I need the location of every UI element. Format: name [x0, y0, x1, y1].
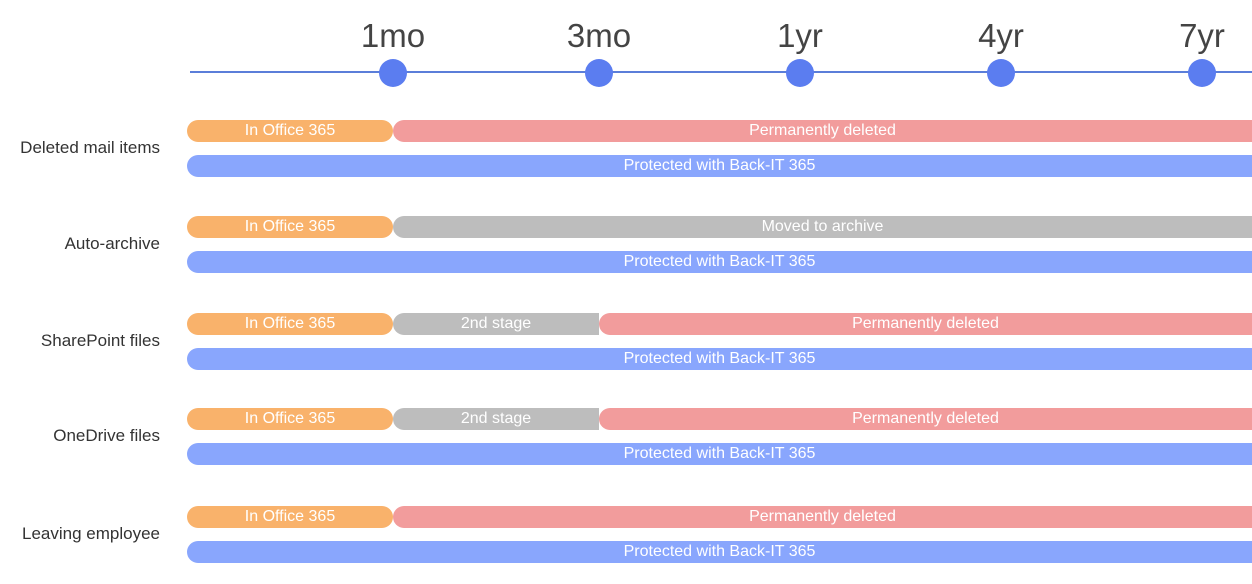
tick-dot-4yr [987, 59, 1015, 87]
tick-label: 1mo [360, 17, 426, 54]
segment-office: In Office 365 [187, 120, 393, 142]
tick-label: 3mo [566, 17, 632, 54]
tick-label: 4yr [978, 17, 1024, 54]
segment-office: In Office 365 [187, 216, 393, 238]
segment-office: In Office 365 [187, 506, 393, 528]
segment-deleted: Permanently deleted [393, 506, 1252, 528]
tick-dot-1yr [786, 59, 814, 87]
row-label: OneDrive files [53, 426, 160, 445]
segment-office: In Office 365 [187, 408, 393, 430]
segment-deleted: Permanently deleted [393, 120, 1252, 142]
segment-archive: 2nd stage [393, 408, 599, 430]
row-label: SharePoint files [40, 331, 160, 350]
segment-deleted: Permanently deleted [599, 408, 1252, 430]
tick-dot-1mo [379, 59, 407, 87]
row-label: Leaving employee [22, 524, 160, 543]
tick-dot-3mo [585, 59, 613, 87]
timeline-axis [190, 71, 1252, 73]
segment-archive: 2nd stage [393, 313, 599, 335]
segment-protected: Protected with Back-IT 365 [187, 155, 1252, 177]
tick-label: 7yr [1179, 17, 1225, 54]
segment-office: In Office 365 [187, 313, 393, 335]
tick-label: 1yr [777, 17, 823, 54]
segment-protected: Protected with Back-IT 365 [187, 443, 1252, 465]
segment-deleted: Permanently deleted [599, 313, 1252, 335]
segment-protected: Protected with Back-IT 365 [187, 348, 1252, 370]
tick-dot-7yr [1188, 59, 1216, 87]
row-label: Auto-archive [64, 234, 160, 253]
segment-protected: Protected with Back-IT 365 [187, 541, 1252, 563]
segment-archive: Moved to archive [393, 216, 1252, 238]
row-label: Deleted mail items [20, 138, 160, 157]
segment-protected: Protected with Back-IT 365 [187, 251, 1252, 273]
